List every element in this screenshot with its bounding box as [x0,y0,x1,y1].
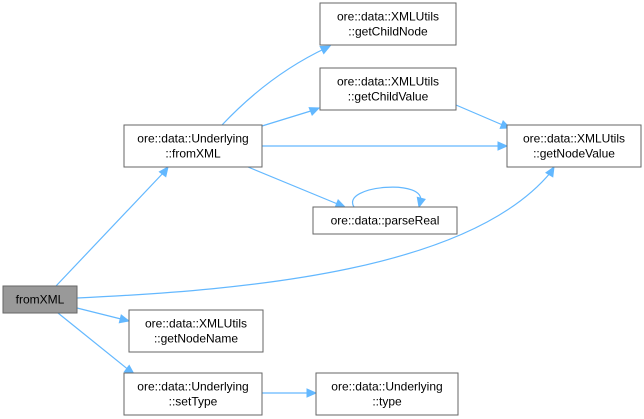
edge-parsereal-to-parsereal [351,186,426,209]
node-label-line: ::getNodeValue [533,147,615,161]
arrowhead-icon [118,314,131,324]
arrowhead-icon [334,199,347,208]
node-fromxml[interactable]: fromXML [2,285,78,314]
node-label-line: ::type [372,395,402,409]
edge-line [455,104,506,127]
node-label-line: ::setType [169,395,218,409]
node-label-line: ore::data::parseReal [331,214,440,228]
node-box [2,285,78,314]
node-label-line: ::fromXML [165,147,221,161]
node-label-line: ::getChildNode [348,25,428,39]
node-box [128,309,264,353]
edge-fromxml-to-getnodevalue [76,165,555,299]
edges-layer [55,45,555,398]
edge-settype-to-type [262,388,318,398]
edge-line [247,166,341,206]
node-label-line: ore::data::Underlying [137,380,248,394]
node-label-line: ::getChildValue [348,90,429,104]
node-getchildvalue[interactable]: ore::data::XMLUtils::getChildValue [319,67,457,111]
node-getnodevalue[interactable]: ore::data::XMLUtils::getNodeValue [506,124,642,168]
edge-underlying_fromxml-to-getnodevalue [262,141,509,151]
node-label-line: fromXML [16,293,65,307]
node-getnodename[interactable]: ore::data::XMLUtils::getNodeName [128,309,264,353]
arrowhead-icon [319,45,332,55]
edge-getchildvalue-to-getnodevalue [455,104,512,129]
node-box [312,206,458,235]
arrowhead-icon [416,196,426,209]
edge-line [261,109,315,127]
edge-line [55,170,166,287]
node-label-line: ore::data::XMLUtils [337,10,439,24]
node-parsereal[interactable]: ore::data::parseReal [312,206,458,235]
edge-line [76,307,126,321]
node-type[interactable]: ore::data::Underlying::type [315,372,459,416]
edge-line [76,171,552,299]
node-label-line: ore::data::Underlying [331,380,442,394]
edge-line [57,312,131,372]
arrowhead-icon [158,166,169,178]
edge-underlying_fromxml-to-getchildnode [221,45,332,126]
node-underlying_fromxml[interactable]: ore::data::Underlying::fromXML [123,124,263,168]
node-label-line: ::getNodeName [154,332,238,346]
edge-underlying_fromxml-to-parsereal [247,166,347,208]
node-box [506,124,642,168]
node-label-line: ore::data::XMLUtils [337,75,439,89]
arrowhead-icon [545,165,555,178]
node-box [315,372,459,416]
edge-line [221,47,327,126]
node-box [123,124,263,168]
arrowhead-icon [308,107,321,116]
node-label-line: ore::data::XMLUtils [145,317,247,331]
node-box [319,67,457,111]
node-getchildnode[interactable]: ore::data::XMLUtils::getChildNode [319,2,457,46]
edge-underlying_fromxml-to-getchildvalue [261,107,321,127]
arrowhead-icon [497,141,509,151]
edge-line [351,186,422,208]
node-settype[interactable]: ore::data::Underlying::setType [123,372,263,416]
edge-fromxml-to-getnodename [76,307,131,324]
node-box [123,372,263,416]
edge-fromxml-to-underlying_fromxml [55,166,169,287]
arrowhead-icon [306,388,318,398]
node-label-line: ore::data::XMLUtils [523,132,625,146]
node-label-line: ore::data::Underlying [137,132,248,146]
node-box [319,2,457,46]
